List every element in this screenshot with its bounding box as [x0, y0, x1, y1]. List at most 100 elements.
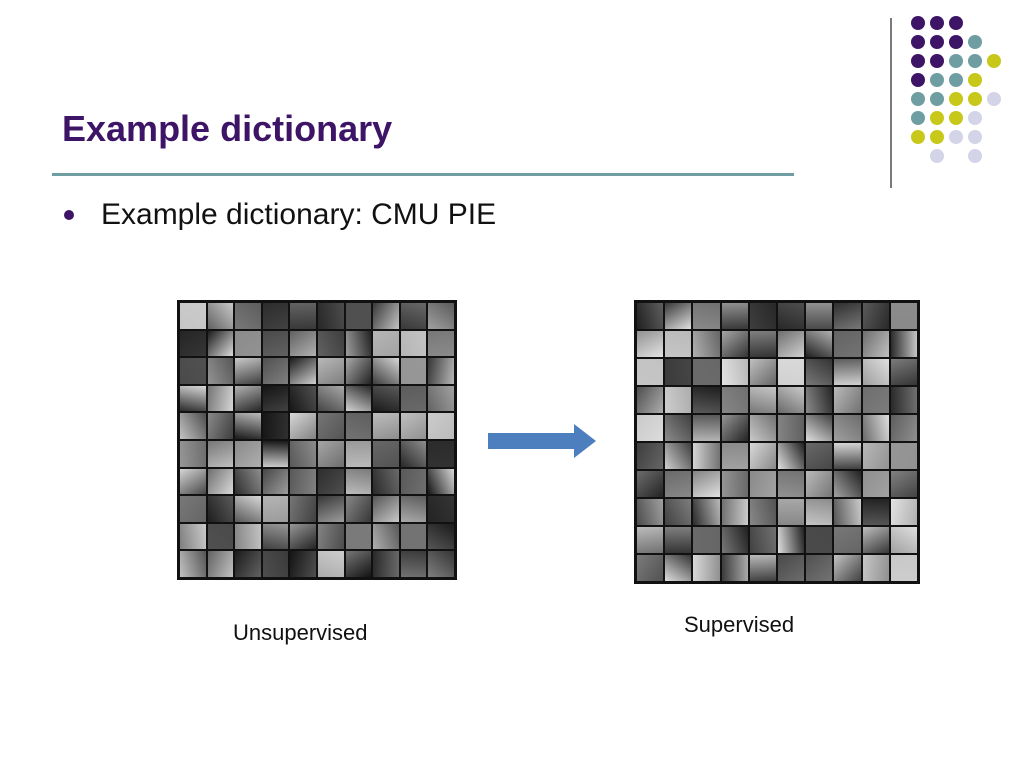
dictionary-atom	[235, 358, 261, 384]
dictionary-atom	[890, 303, 917, 329]
dictionary-atom	[890, 331, 917, 357]
dictionary-atom	[890, 415, 917, 441]
dictionary-atom	[721, 555, 748, 581]
decorative-dot	[911, 16, 925, 30]
dictionary-atom	[345, 330, 372, 357]
dictionary-atom	[890, 527, 917, 553]
decorative-dot	[968, 130, 982, 144]
dictionary-atom	[373, 385, 399, 412]
dictionary-atom	[235, 468, 261, 495]
decorative-dot	[930, 92, 944, 106]
dictionary-atom	[693, 471, 720, 497]
dictionary-atom	[693, 443, 720, 469]
decorative-dot	[987, 92, 1001, 106]
decorative-dot	[968, 35, 982, 49]
dictionary-atom	[262, 441, 289, 467]
dictionary-atom	[290, 358, 316, 384]
dictionary-atom	[778, 331, 805, 357]
dictionary-atom	[373, 330, 399, 357]
dictionary-atom	[235, 523, 261, 550]
dictionary-atom	[428, 303, 454, 329]
dictionary-atom	[235, 303, 261, 329]
dictionary-atom	[862, 555, 889, 581]
dictionary-atom	[862, 303, 889, 329]
decorative-dot	[949, 35, 963, 49]
dictionary-atom	[180, 496, 206, 522]
dictionary-atom	[318, 413, 344, 439]
dictionary-atom	[318, 330, 344, 357]
dictionary-atom	[637, 499, 664, 525]
dictionary-atom	[180, 413, 206, 439]
decorative-dot	[949, 92, 963, 106]
dictionary-atom	[637, 443, 664, 469]
dictionary-atom	[637, 555, 664, 581]
dictionary-atom	[428, 496, 454, 522]
dictionary-atom	[428, 468, 454, 495]
dictionary-atom	[862, 359, 889, 385]
decorative-dot	[949, 73, 963, 87]
dictionary-atom	[637, 359, 664, 385]
decorative-dot	[968, 73, 982, 87]
dictionary-atom	[749, 443, 776, 469]
decorative-dot	[911, 73, 925, 87]
dictionary-atom	[290, 441, 316, 467]
dictionary-atom	[400, 330, 427, 357]
dictionary-atom	[400, 303, 427, 329]
dictionary-atom	[180, 551, 206, 577]
dictionary-atom	[428, 551, 454, 577]
dictionary-atom	[290, 468, 316, 495]
dictionary-atom	[778, 303, 805, 329]
dictionary-atom	[778, 555, 805, 581]
dictionary-atom	[721, 471, 748, 497]
dictionary-atom	[862, 443, 889, 469]
dictionary-atom	[345, 441, 372, 467]
dictionary-atom	[637, 527, 664, 553]
dictionary-atom	[665, 527, 692, 553]
dictionary-atom	[778, 471, 805, 497]
dictionary-atom	[806, 303, 833, 329]
decorative-dot	[930, 111, 944, 125]
dictionary-atom	[862, 471, 889, 497]
dictionary-atom	[834, 555, 861, 581]
dictionary-atom	[890, 387, 917, 413]
title-divider	[52, 173, 794, 176]
dictionary-atom	[318, 551, 344, 577]
dictionary-atom	[262, 330, 289, 357]
dictionary-atom	[262, 496, 289, 522]
dictionary-atom	[693, 499, 720, 525]
dictionary-atom	[778, 415, 805, 441]
dictionary-atom	[890, 555, 917, 581]
dictionary-atom	[721, 443, 748, 469]
dictionary-atom	[665, 555, 692, 581]
decorative-vertical-rule	[890, 18, 892, 188]
dictionary-atom	[345, 551, 372, 577]
dictionary-atom	[428, 358, 454, 384]
dictionary-atom	[262, 551, 289, 577]
dictionary-atom	[721, 499, 748, 525]
dictionary-atom	[373, 496, 399, 522]
dictionary-atom	[235, 441, 261, 467]
dictionary-atom	[180, 303, 206, 329]
dictionary-atom	[693, 331, 720, 357]
dictionary-atom	[400, 413, 427, 439]
decorative-dot	[949, 54, 963, 68]
dictionary-atom	[235, 413, 261, 439]
dictionary-atom	[207, 413, 234, 439]
decorative-dot	[930, 16, 944, 30]
dictionary-atom	[749, 359, 776, 385]
dictionary-atom	[207, 523, 234, 550]
dictionary-atom	[345, 358, 372, 384]
dictionary-atom	[290, 330, 316, 357]
dictionary-atom	[373, 441, 399, 467]
dictionary-atom	[834, 387, 861, 413]
supervised-caption: Supervised	[684, 612, 795, 637]
dictionary-atom	[400, 551, 427, 577]
dictionary-atom	[318, 496, 344, 522]
dictionary-atom	[318, 385, 344, 412]
dictionary-atom	[749, 499, 776, 525]
dictionary-atom	[290, 551, 316, 577]
dictionary-atom	[290, 413, 316, 439]
dictionary-atom	[262, 385, 289, 412]
dictionary-atom	[235, 551, 261, 577]
dictionary-atom	[721, 527, 748, 553]
